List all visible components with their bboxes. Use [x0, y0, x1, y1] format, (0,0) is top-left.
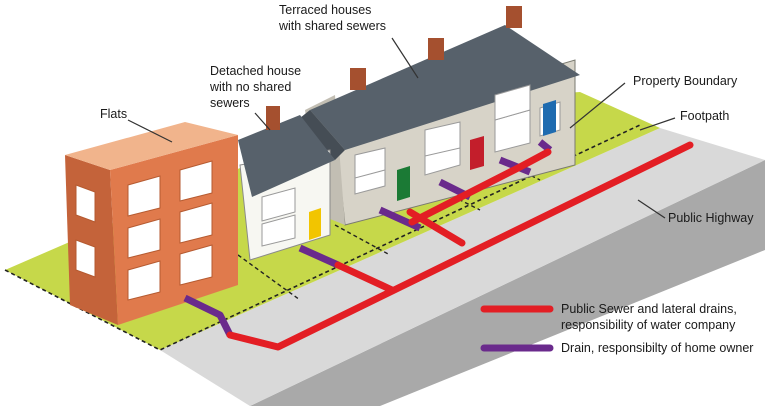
- label-detached: with no shared: [209, 80, 291, 94]
- detached-house: [238, 106, 335, 261]
- legend-private-label: Drain, responsibilty of home owner: [561, 341, 753, 355]
- label-property-boundary: Property Boundary: [633, 74, 738, 88]
- label-public-highway: Public Highway: [668, 211, 754, 225]
- label-flats: Flats: [100, 107, 127, 121]
- property-boundary-line: [4, 124, 641, 351]
- flats: [65, 122, 238, 325]
- label-terraced: Terraced houses: [279, 3, 371, 17]
- door-blue: [543, 100, 556, 136]
- door-red: [470, 136, 484, 170]
- legend: Public Sewer and lateral drains, respons…: [480, 302, 753, 355]
- leader-lines: [127, 37, 676, 219]
- label-terraced: with shared sewers: [278, 19, 386, 33]
- door-green: [397, 166, 410, 201]
- terraced-houses: [300, 6, 580, 226]
- public-sewer: [226, 141, 694, 351]
- plot-divider: [237, 254, 301, 301]
- label-detached: sewers: [210, 96, 250, 110]
- legend-public-label: responsibility of water company: [561, 318, 736, 332]
- plot-divider: [334, 224, 391, 256]
- label-footpath: Footpath: [680, 109, 729, 123]
- footpath: [160, 128, 765, 406]
- label-detached: Detached house: [210, 64, 301, 78]
- legend-public-label: Public Sewer and lateral drains,: [561, 302, 737, 316]
- door-yellow: [309, 208, 321, 240]
